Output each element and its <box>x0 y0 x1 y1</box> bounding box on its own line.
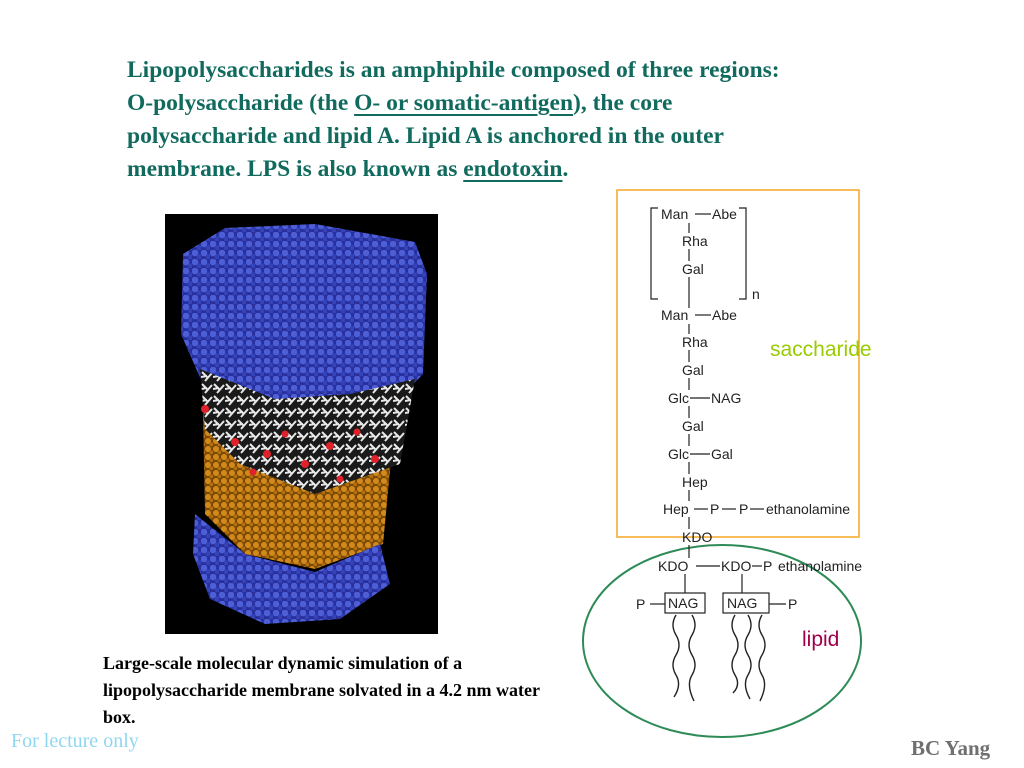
lipid-ethanolamine: ethanolamine <box>778 558 862 574</box>
footer-author: BC Yang <box>911 736 991 760</box>
core-man: Man <box>661 307 688 323</box>
core-abe: Abe <box>712 307 737 323</box>
nag-boxes <box>664 592 770 614</box>
lipid-label: lipid <box>802 628 840 651</box>
core-p-2: P <box>739 501 748 517</box>
footer-note: For lecture only <box>11 730 139 752</box>
repeat-rha: Rha <box>682 233 708 249</box>
lipid-nag-2: NAG <box>727 595 757 611</box>
title-line-2-start: O-polysaccharide (the <box>127 90 355 116</box>
title-line-1: Lipopolysaccharides is an amphiphile com… <box>127 57 780 83</box>
core-nag: NAG <box>711 390 741 406</box>
lipid-p: P <box>763 558 772 574</box>
lipid-kdo-1: KDO <box>658 558 688 574</box>
title-line-4-end: . <box>562 156 569 182</box>
core-hep-2: Hep <box>663 501 689 517</box>
core-hep-1: Hep <box>682 474 708 490</box>
core-glc-1: Glc <box>668 390 689 406</box>
core-gal-3: Gal <box>711 446 733 462</box>
headgroup-region <box>200 369 415 494</box>
core-kdo: KDO <box>682 529 712 545</box>
fatty-acid-chains <box>672 614 766 702</box>
saccharide-label: saccharide <box>770 338 872 361</box>
core-glc-2: Glc <box>668 446 689 462</box>
water-box-top <box>181 224 427 424</box>
repeat-unit-brackets <box>650 207 747 300</box>
endotoxin-link[interactable]: endotoxin <box>463 156 563 182</box>
core-gal-2: Gal <box>682 418 704 434</box>
figure-caption: Large-scale molecular dynamic simulation… <box>103 653 540 727</box>
core-ethanolamine: ethanolamine <box>766 501 850 517</box>
bond-lines <box>650 213 786 605</box>
water-box-bottom <box>193 514 390 624</box>
title-line-4: membrane. LPS is also known as endotoxin… <box>127 153 947 186</box>
title-line-3: polysaccharide and lipid A. Lipid A is a… <box>127 123 724 149</box>
slide-title: Lipopolysaccharides is an amphiphile com… <box>127 54 947 186</box>
o-antigen-link[interactable]: O- or somatic-antigen <box>354 90 574 116</box>
lipid-p-right: P <box>788 596 797 612</box>
lipid-kdo-2: KDO <box>721 558 751 574</box>
lipid-region-ellipse <box>582 544 862 738</box>
repeat-n: n <box>752 286 760 302</box>
repeat-abe: Abe <box>712 206 737 222</box>
title-line-2: O-polysaccharide (the O- or somatic-anti… <box>127 87 947 120</box>
repeat-man: Man <box>661 206 688 222</box>
title-line-2-end: ), the core <box>573 90 673 116</box>
title-line-4-start: membrane. LPS is also known as <box>127 156 464 182</box>
saccharide-region-box <box>616 189 860 538</box>
core-p-1: P <box>710 501 719 517</box>
lipid-nag-1: NAG <box>668 595 698 611</box>
phosphate-atoms <box>201 405 379 483</box>
membrane-simulation-image <box>165 214 438 634</box>
lipid-p-left: P <box>636 596 645 612</box>
core-gal-1: Gal <box>682 362 704 378</box>
repeat-gal: Gal <box>682 261 704 277</box>
core-rha: Rha <box>682 334 708 350</box>
